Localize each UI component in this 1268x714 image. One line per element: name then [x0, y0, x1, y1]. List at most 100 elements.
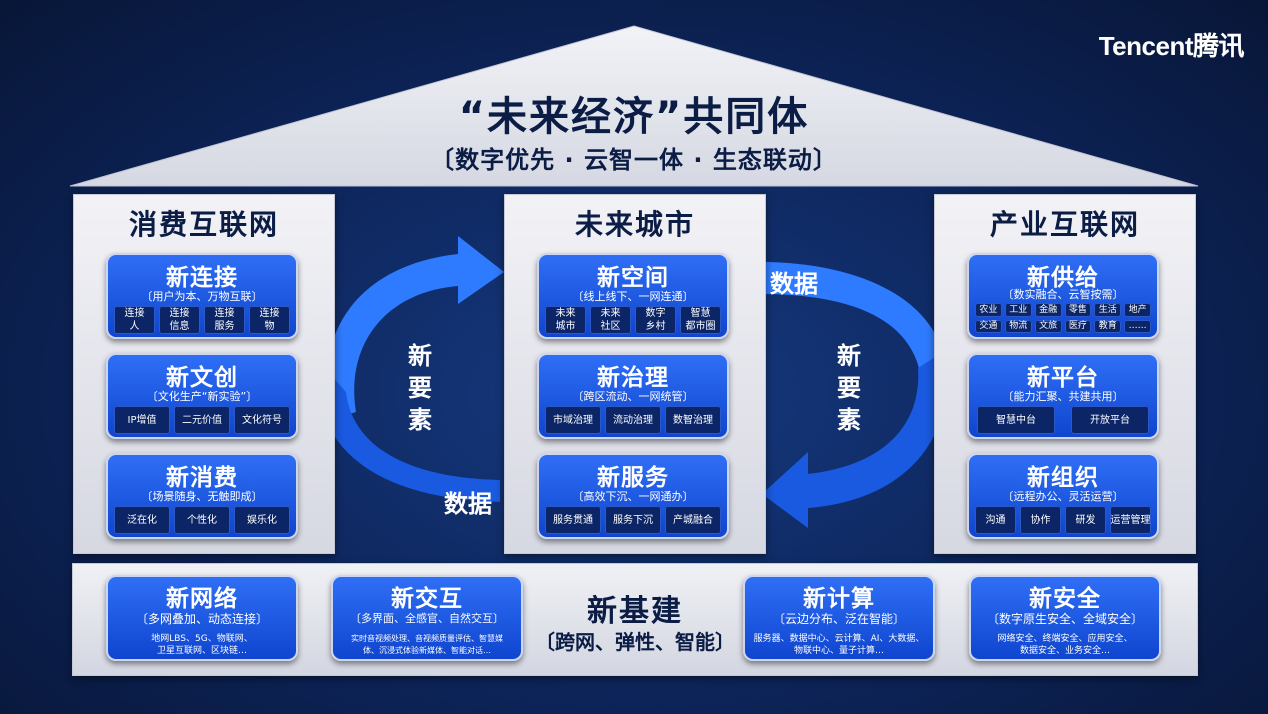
card-subtitle: 〔能力汇聚、共建共用〕	[1002, 390, 1124, 403]
chip: 流动治理	[605, 406, 661, 434]
pillar-title: 消费互联网	[128, 208, 279, 241]
right-new-factor-label: 新要素	[837, 342, 861, 434]
chip: 未来 城市	[545, 306, 586, 334]
chip: 服务下沉	[605, 506, 661, 534]
card-subtitle: 〔跨区流动、一网统管〕	[572, 390, 694, 403]
card-new-organization: 新组织 〔远程办公、灵活运营〕 沟通 协作 研发 运营管理	[967, 453, 1159, 539]
main-title: “未来经济”共同体	[458, 94, 810, 140]
chip: 数智治理	[665, 406, 721, 434]
chip-row: 智慧中台 开放平台	[977, 406, 1149, 434]
card-title: 新网络	[166, 586, 238, 612]
chip: 运营管理	[1110, 506, 1151, 534]
card-new-consumption: 新消费 〔场景随身、无触即成〕 泛在化 个性化 娱乐化	[106, 453, 298, 539]
pillar-future-city: 未来城市 新空间 〔线上线下、一网连通〕 未来 城市 未来 社区 数字 乡村 智…	[504, 194, 766, 554]
chip: 未来 社区	[590, 306, 631, 334]
pillar-consumer-internet: 消费互联网 新连接 〔用户为本、万物互联〕 连接 人 连接 信息 连接 服务 连…	[73, 194, 335, 554]
chip: 金融	[1034, 303, 1062, 317]
card-description: 服务器、数据中心、云计算、AI、大数据、 物联中心、量子计算…	[753, 634, 925, 656]
pillar-title: 产业互联网	[989, 208, 1140, 241]
card-title: 新消费	[166, 465, 238, 491]
chip: 文旅	[1034, 319, 1062, 333]
chip: 生活	[1094, 303, 1122, 317]
chip: 开放平台	[1071, 406, 1149, 434]
chip: 智慧中台	[977, 406, 1055, 434]
chip: 服务贯通	[545, 506, 601, 534]
card-title: 新计算	[803, 586, 875, 612]
chip: 泛在化	[114, 506, 170, 534]
chip: 数字 乡村	[635, 306, 676, 334]
chip: 文化符号	[234, 406, 290, 434]
chip: 连接 人	[114, 306, 155, 334]
foundation-title: 新基建	[587, 594, 683, 629]
chip: 交通	[975, 319, 1002, 333]
chip: 研发	[1065, 506, 1106, 534]
chip: 产城融合	[665, 506, 721, 534]
card-new-space: 新空间 〔线上线下、一网连通〕 未来 城市 未来 社区 数字 乡村 智慧 都市圈	[537, 253, 729, 339]
card-subtitle: 〔数字原生安全、全域安全〕	[986, 612, 1143, 626]
card-description: 地网LBS、5G、物联网、 卫星互联网、区块链…	[151, 634, 253, 656]
card-subtitle: 〔数实融合、云智按需〕	[1002, 288, 1124, 301]
card-title: 新连接	[166, 265, 238, 291]
card-new-culture: 新文创 〔文化生产“新实验”〕 IP增值 二元价值 文化符号	[106, 353, 298, 439]
chip: IP增值	[114, 406, 170, 434]
card-description: 实时音视频处理、音视频质量评估、智慧媒 体、沉浸式体验新媒体、智能对话…	[351, 634, 503, 655]
card-title: 新治理	[597, 365, 669, 391]
card-title: 新文创	[166, 365, 238, 391]
card-subtitle: 〔用户为本、万物互联〕	[141, 290, 263, 303]
left-data-label: 数据	[444, 490, 492, 518]
chip: 零售	[1064, 303, 1092, 317]
chip-row: IP增值 二元价值 文化符号	[114, 406, 290, 434]
card-title: 新供给	[1027, 265, 1099, 291]
chip: 沟通	[975, 506, 1016, 534]
left-new-factor-label: 新要素	[408, 342, 432, 434]
card-new-platform: 新平台 〔能力汇聚、共建共用〕 智慧中台 开放平台	[967, 353, 1159, 439]
card-subtitle: 〔高效下沉、一网通办〕	[572, 490, 694, 503]
chip: 连接 信息	[159, 306, 200, 334]
pillar-title: 未来城市	[574, 208, 695, 241]
pillar-industrial-internet: 产业互联网 新供给 〔数实融合、云智按需〕 农业 工业 金融 零售 生活 地产 …	[934, 194, 1196, 554]
chip: 物流	[1004, 319, 1032, 333]
card-new-service: 新服务 〔高效下沉、一网通办〕 服务贯通 服务下沉 产城融合	[537, 453, 729, 539]
main-subtitle: 〔数字优先 · 云智一体 · 生态联动〕	[430, 146, 838, 174]
card-title: 新组织	[1027, 465, 1099, 491]
chip: 农业	[975, 303, 1002, 317]
tencent-logo: Tencent腾讯	[1098, 31, 1245, 61]
foundation-subtitle: 〔跨网、弹性、智能〕	[535, 630, 735, 654]
chip: 医疗	[1064, 319, 1092, 333]
card-new-security: 新安全 〔数字原生安全、全域安全〕 网络安全、终端安全、应用安全、 数据安全、业…	[969, 575, 1161, 661]
card-title: 新交互	[391, 586, 463, 612]
right-cycle-arrow-upper	[760, 262, 946, 372]
chip-row: 市域治理 流动治理 数智治理	[545, 406, 721, 434]
card-title: 新服务	[597, 465, 669, 491]
card-subtitle: 〔云边分布、泛在智能〕	[772, 612, 905, 626]
card-description: 网络安全、终端安全、应用安全、 数据安全、业务安全…	[997, 634, 1133, 656]
chip-grid: 农业 工业 金融 零售 生活 地产 交通 物流 文旅 医疗 教育 ……	[975, 303, 1151, 333]
foundation-base: 新网络 〔多网叠加、动态连接〕 地网LBS、5G、物联网、 卫星互联网、区块链……	[72, 563, 1198, 676]
card-new-network: 新网络 〔多网叠加、动态连接〕 地网LBS、5G、物联网、 卫星互联网、区块链…	[106, 575, 298, 661]
card-new-interaction: 新交互 〔多界面、全感官、自然交互〕 实时音视频处理、音视频质量评估、智慧媒 体…	[331, 575, 523, 661]
chip-row: 服务贯通 服务下沉 产城融合	[545, 506, 721, 534]
right-data-label: 数据	[770, 270, 818, 298]
card-title: 新空间	[597, 265, 669, 291]
left-cycle-arrow-upper	[326, 236, 504, 420]
right-cycle-arrow-lower	[762, 350, 948, 528]
card-new-supply: 新供给 〔数实融合、云智按需〕 农业 工业 金融 零售 生活 地产 交通 物流 …	[967, 253, 1159, 339]
card-title: 新平台	[1027, 365, 1099, 391]
card-subtitle: 〔多网叠加、动态连接〕	[135, 612, 268, 626]
chip: ……	[1124, 319, 1151, 333]
chip-row: 泛在化 个性化 娱乐化	[114, 506, 290, 534]
chip: 连接 服务	[204, 306, 245, 334]
chip: 个性化	[174, 506, 230, 534]
card-new-compute: 新计算 〔云边分布、泛在智能〕 服务器、数据中心、云计算、AI、大数据、 物联中…	[743, 575, 935, 661]
chip: 智慧 都市圈	[680, 306, 721, 334]
card-subtitle: 〔场景随身、无触即成〕	[141, 490, 263, 503]
chip-row: 沟通 协作 研发 运营管理	[975, 506, 1151, 534]
card-subtitle: 〔线上线下、一网连通〕	[572, 290, 694, 303]
card-subtitle: 〔文化生产“新实验”〕	[146, 390, 258, 403]
left-cycle-arrow-lower	[317, 360, 500, 502]
chip: 娱乐化	[234, 506, 290, 534]
card-new-governance: 新治理 〔跨区流动、一网统管〕 市域治理 流动治理 数智治理	[537, 353, 729, 439]
chip: 市域治理	[545, 406, 601, 434]
